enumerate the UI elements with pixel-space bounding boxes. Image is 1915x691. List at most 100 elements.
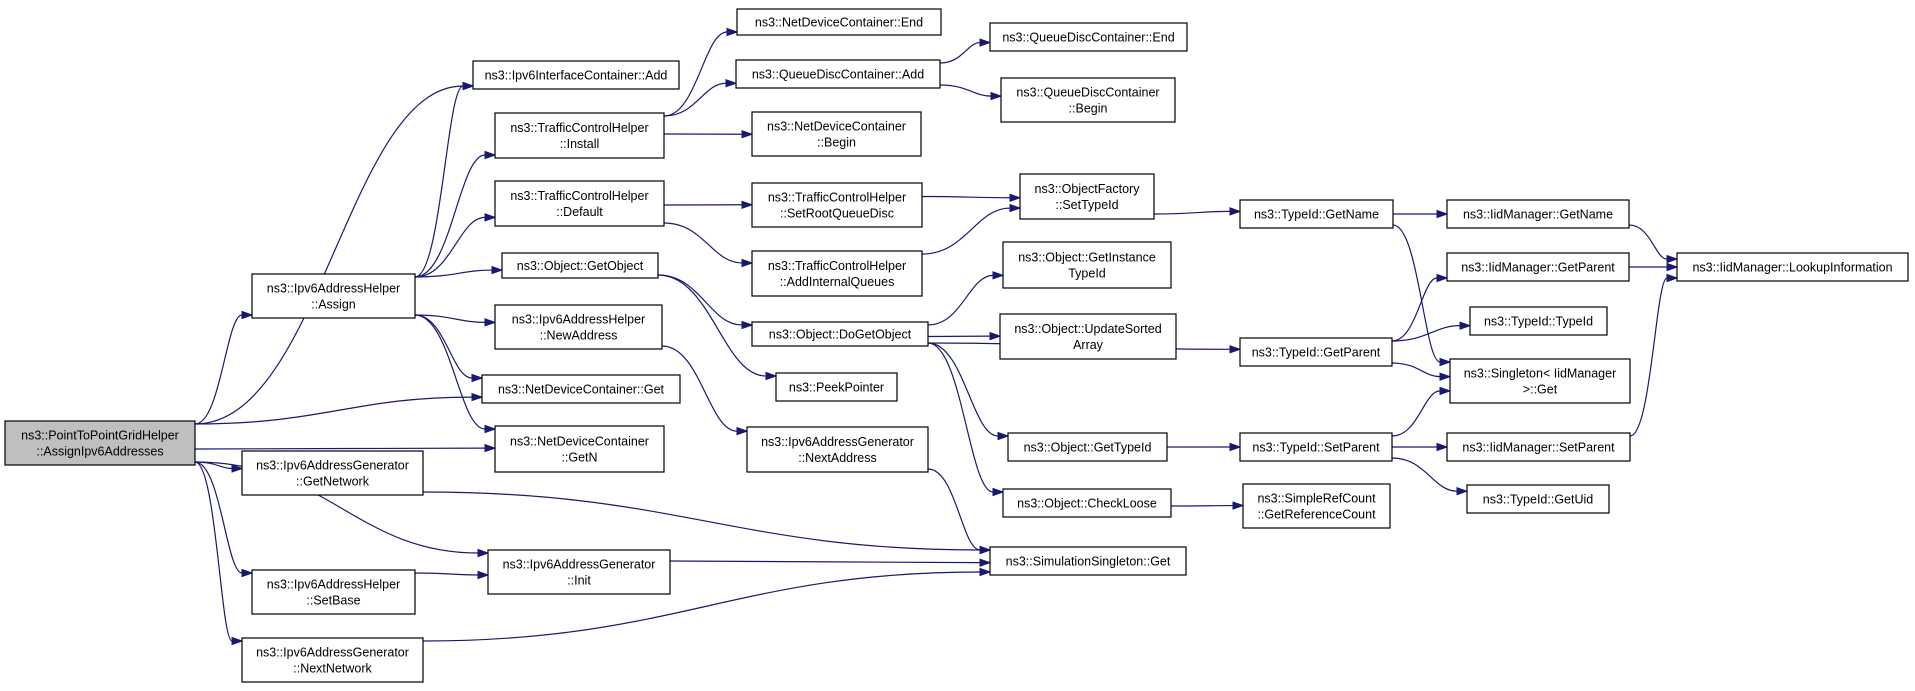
node-iidm-getname[interactable]: ns3::IidManager::GetName — [1446, 199, 1630, 229]
node-label: ns3::IidManager::LookupInformation — [1692, 261, 1892, 275]
arrow-head-icon — [477, 570, 490, 580]
edge-line — [1153, 210, 1231, 215]
node-label: ::GetNetwork — [296, 475, 370, 489]
arrow-head-icon — [725, 79, 738, 88]
node-typeid-setparent[interactable]: ns3::TypeId::SetParent — [1239, 432, 1393, 462]
arrow-head-icon — [736, 426, 749, 436]
node-typeid-getparent[interactable]: ns3::TypeId::GetParent — [1239, 337, 1393, 367]
node-label: ns3::QueueDiscContainer::End — [1002, 31, 1174, 45]
node-typeid-getuid[interactable]: ns3::TypeId::GetUid — [1466, 484, 1610, 514]
node-of-settypeid[interactable]: ns3::ObjectFactory::SetTypeId — [1019, 173, 1155, 220]
node-label: ns3::SimulationSingleton::Get — [1006, 555, 1171, 569]
node-ipv6ag-nextnetwork[interactable]: ns3::Ipv6AddressGenerator::NextNetwork — [241, 637, 424, 683]
arrow-head-icon — [1666, 262, 1679, 272]
edge-line — [1391, 457, 1458, 492]
node-label: ::AddInternalQueues — [780, 275, 895, 289]
node-box — [1019, 173, 1155, 220]
node-label: ns3::NetDeviceContainer — [510, 435, 649, 449]
node-tch-default[interactable]: ns3::TrafficControlHelper::Default — [494, 180, 665, 227]
edge-qdc-add-to-qdc-end — [939, 38, 992, 64]
arrow-head-icon — [1229, 207, 1242, 216]
node-box — [1239, 432, 1393, 462]
node-ndc-end[interactable]: ns3::NetDeviceContainer::End — [736, 8, 942, 36]
node-ipv6ic-add[interactable]: ns3::Ipv6InterfaceContainer::Add — [472, 60, 680, 90]
node-label: ns3::TypeId::TypeId — [1484, 315, 1593, 329]
node-tch-setroot[interactable]: ns3::TrafficControlHelper::SetRootQueueD… — [751, 182, 923, 228]
arrow-head-icon — [1439, 386, 1452, 396]
node-peekpointer[interactable]: ns3::PeekPointer — [775, 372, 898, 402]
edge-root-to-ipv6ic-add — [194, 81, 475, 425]
node-ipv6ah-assign[interactable]: ns3::Ipv6AddressHelper::Assign — [251, 273, 416, 319]
edge-line — [1629, 277, 1668, 437]
node-typeid-typeid[interactable]: ns3::TypeId::TypeId — [1469, 306, 1608, 336]
node-tch-install[interactable]: ns3::TrafficControlHelper::Install — [494, 112, 665, 159]
node-srefcount[interactable]: ns3::SimpleRefCount::GetReferenceCount — [1242, 483, 1391, 529]
node-label: ns3::Ipv6AddressHelper — [267, 578, 400, 592]
node-qdc-add[interactable]: ns3::QueueDiscContainer::Add — [735, 59, 941, 89]
edge-line — [921, 195, 1011, 199]
node-qdc-begin[interactable]: ns3::QueueDiscContainer::Begin — [1000, 77, 1176, 123]
node-obj-dogetobject[interactable]: ns3::Object::DoGetObject — [751, 321, 929, 347]
edge-line — [1392, 224, 1441, 363]
edge-ipv6ag-init-to-simsingleton-get — [669, 558, 992, 567]
edge-root-to-ndc-getn — [194, 443, 497, 453]
arrow-head-icon — [471, 392, 484, 402]
node-box — [472, 60, 680, 90]
node-box — [1676, 252, 1909, 282]
edge-line — [414, 269, 493, 278]
node-box — [1449, 358, 1631, 404]
node-qdc-end[interactable]: ns3::QueueDiscContainer::End — [989, 22, 1188, 52]
node-ipv6ah-newaddress[interactable]: ns3::Ipv6AddressHelper::NewAddress — [494, 304, 663, 350]
arrow-head-icon — [241, 568, 254, 578]
node-iidm-getparent[interactable]: ns3::IidManager::GetParent — [1446, 252, 1630, 282]
node-label: ::GetN — [561, 451, 597, 465]
edge-line — [669, 560, 981, 564]
node-label: ::GetReferenceCount — [1257, 508, 1376, 522]
arrow-head-icon — [989, 331, 1002, 341]
edge-line — [414, 314, 486, 323]
node-label: ::Assign — [311, 298, 356, 312]
node-simsingleton-get[interactable]: ns3::SimulationSingleton::Get — [989, 546, 1187, 576]
node-obj-checkloose[interactable]: ns3::Object::CheckLoose — [1002, 488, 1172, 518]
node-ndc-getn[interactable]: ns3::NetDeviceContainer::GetN — [494, 425, 665, 473]
node-box — [751, 182, 923, 228]
node-obj-gettypeid[interactable]: ns3::Object::GetTypeId — [1007, 432, 1168, 462]
node-label: ns3::TrafficControlHelper — [510, 189, 648, 203]
node-singleton-get[interactable]: ns3::Singleton< IidManager >::Get — [1449, 358, 1631, 404]
node-ipv6ah-setbase[interactable]: ns3::Ipv6AddressHelper::SetBase — [251, 569, 416, 615]
node-label: >::Get — [1523, 383, 1558, 397]
node-ndc-get[interactable]: ns3::NetDeviceContainer::Get — [481, 374, 681, 404]
node-label: ::NextNetwork — [293, 662, 372, 676]
edge-ipv6ag-getnetwork-to-simsingleton-get — [422, 491, 992, 555]
node-label: ::AssignIpv6Addresses — [36, 445, 163, 459]
node-box — [4, 420, 196, 466]
node-ndc-begin[interactable]: ns3::NetDeviceContainer::Begin — [751, 111, 922, 157]
node-label: ns3::TypeId::GetParent — [1252, 346, 1381, 360]
edge-line — [1391, 325, 1461, 342]
node-iidm-lookup[interactable]: ns3::IidManager::LookupInformation — [1676, 252, 1909, 282]
edge-ipv6ah-setbase-to-ipv6ag-init — [414, 570, 490, 580]
node-box — [1002, 241, 1172, 289]
arrow-head-icon — [979, 558, 992, 567]
edge-tch-default-to-tch-addinternal — [663, 222, 754, 268]
node-ipv6ag-nextaddress[interactable]: ns3::Ipv6AddressGenerator::NextAddress — [746, 426, 929, 473]
node-label: ns3::NetDeviceContainer::End — [755, 16, 923, 30]
node-label: ns3::Ipv6AddressHelper — [512, 313, 645, 327]
node-ipv6ag-init[interactable]: ns3::Ipv6AddressGenerator::Init — [487, 549, 671, 595]
node-typeid-getname[interactable]: ns3::TypeId::GetName — [1239, 199, 1394, 229]
node-root[interactable]: ns3::PointToPointGridHelper::AssignIpv6A… — [4, 420, 196, 466]
node-label: ns3::Object::GetInstance — [1018, 251, 1156, 265]
arrow-head-icon — [484, 318, 497, 327]
edge-line — [921, 207, 1011, 255]
arrow-head-icon — [462, 81, 475, 91]
node-ipv6ag-getnetwork[interactable]: ns3::Ipv6AddressGenerator::GetNetwork — [241, 450, 424, 496]
node-label: ns3::Object::GetTypeId — [1024, 441, 1152, 455]
arrow-head-icon — [741, 130, 754, 139]
edge-line — [422, 491, 981, 551]
edge-line — [194, 314, 243, 425]
node-tch-addinternal[interactable]: ns3::TrafficControlHelper::AddInternalQu… — [751, 250, 923, 297]
node-iidm-setparent[interactable]: ns3::IidManager::SetParent — [1446, 432, 1631, 462]
node-obj-getobject[interactable]: ns3::Object::GetObject — [501, 252, 659, 279]
